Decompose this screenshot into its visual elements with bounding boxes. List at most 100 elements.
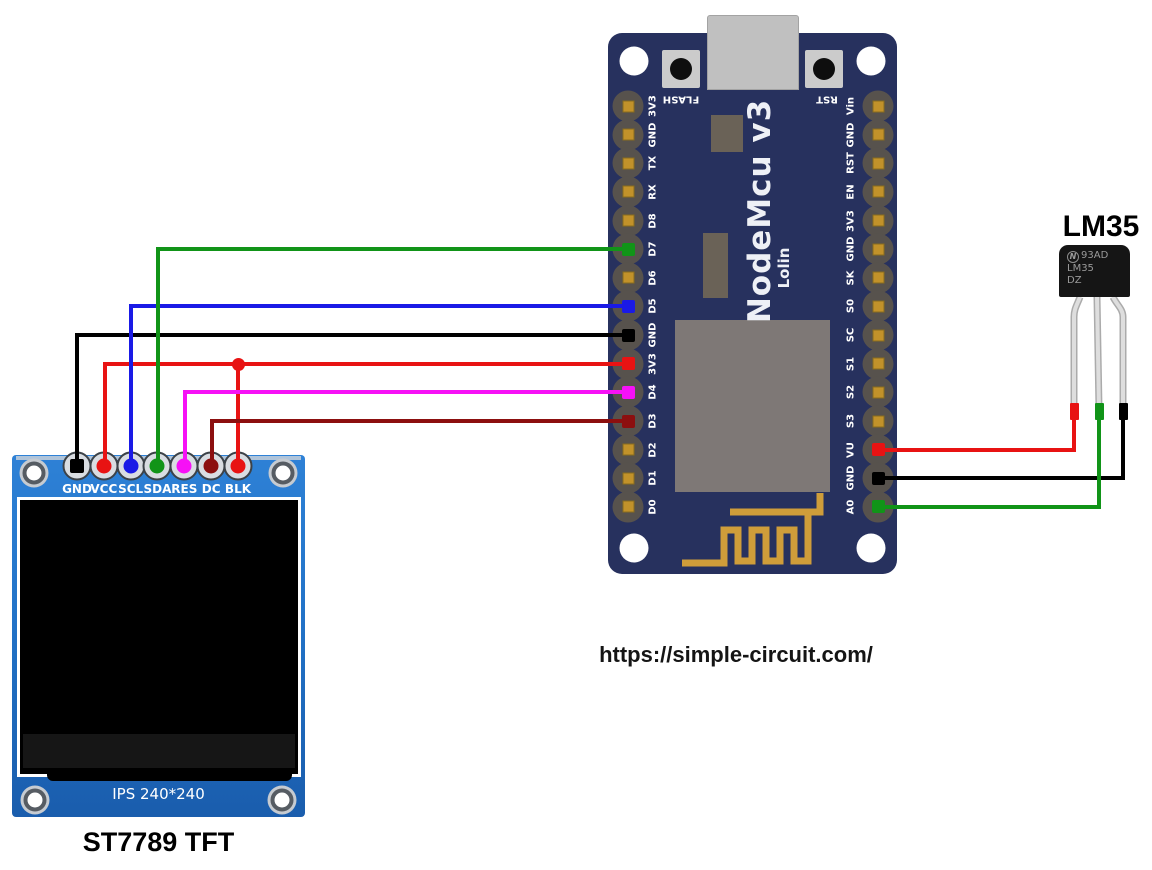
pin-contact <box>872 329 884 342</box>
nodemcu-pin-gnd <box>862 119 894 151</box>
nodemcu-pin-d7 <box>612 233 644 265</box>
nodemcu-pin-d0 <box>612 491 644 523</box>
nodemcu-pin-d3 <box>612 405 644 437</box>
tft-pin-wire-dot <box>123 458 139 474</box>
wire-tft-gnd-to-nodemcu-gnd <box>75 333 79 464</box>
reset-button <box>805 50 843 88</box>
wire-end-marker <box>621 357 635 371</box>
national-semiconductor-logo-icon: N <box>1067 251 1079 263</box>
nodemcu-pin-en <box>862 176 894 208</box>
pin-contact <box>622 500 634 513</box>
pin-contact <box>872 214 884 227</box>
pin-contact <box>622 157 634 170</box>
nodemcu-pin-s0 <box>862 290 894 322</box>
tft-pin-label: DC <box>201 482 221 496</box>
reset-button-cap <box>813 58 835 80</box>
nodemcu-pin-label: A0 <box>845 499 857 515</box>
pin-contact <box>872 128 884 141</box>
pin-contact <box>872 300 884 313</box>
pin-contact <box>872 185 884 198</box>
tft-resolution-text: IPS 240*240 <box>112 785 205 803</box>
pin-contact <box>872 243 884 256</box>
nodemcu-pin-tx <box>612 147 644 179</box>
pin-contact <box>622 472 634 485</box>
wire-end-marker <box>621 328 635 342</box>
flash-button <box>662 50 700 88</box>
wire-tft-blk-to-vcc-wire <box>236 362 240 464</box>
nodemcu-pin-d8 <box>612 205 644 237</box>
flash-button-cap <box>670 58 692 80</box>
nodemcu-pin-s3 <box>862 405 894 437</box>
mounting-hole <box>271 461 295 485</box>
pin-contact <box>622 214 634 227</box>
nodemcu-pin-d1 <box>612 462 644 494</box>
nodemcu-pin-a0 <box>862 491 894 523</box>
website-url: https://simple-circuit.com/ <box>599 642 873 667</box>
wire-lm35-vout-to-nodemcu-a0 <box>1097 406 1101 509</box>
wire-tft-dc-to-nodemcu-d3 <box>210 419 630 423</box>
pin-contact <box>872 271 884 284</box>
wire-end-marker <box>621 242 635 256</box>
wire-tft-scl-to-nodemcu-d5 <box>129 304 630 308</box>
nodemcu-pin-d5 <box>612 290 644 322</box>
tft-pin-wire-dot <box>176 458 192 474</box>
pin-contact <box>622 185 634 198</box>
screen-flex-shadow <box>23 734 295 768</box>
nodemcu-pin-gnd <box>862 462 894 494</box>
usb-connector <box>707 15 799 90</box>
wire-end-marker <box>871 500 885 514</box>
lm35-title: LM35 <box>1062 210 1140 243</box>
pin-contact <box>872 386 884 399</box>
tft-pin-label: BLK <box>224 482 252 496</box>
pin-contact <box>622 128 634 141</box>
nodemcu-pin-vin <box>862 90 894 122</box>
pin-contact <box>622 443 634 456</box>
nodemcu-pin-sc <box>862 319 894 351</box>
nodemcu-pin-gnd <box>612 119 644 151</box>
wire-end-marker <box>871 471 885 485</box>
nodemcu-pin-s2 <box>862 376 894 408</box>
tft-pin-label: RES <box>171 482 198 496</box>
tft-pin-wire-dot <box>203 458 219 474</box>
esp8266-shield <box>675 320 830 492</box>
nodemcu-pin-3v3 <box>612 90 644 122</box>
wire-lm35-gnd-to-nodemcu-gnd <box>876 476 1125 480</box>
lm35-marking-line2: LM35 <box>1067 263 1094 274</box>
board-title: NodeMcu v3 <box>742 98 778 324</box>
nodemcu-pin-3v3 <box>612 348 644 380</box>
lm35-marking-line3: DZ <box>1067 275 1082 286</box>
tft-pin-label: SCL <box>118 482 144 496</box>
tft-pin-wire-dot <box>149 458 165 474</box>
nodemcu-pin-gnd <box>612 319 644 351</box>
nodemcu-pin-d6 <box>612 262 644 294</box>
tft-pin-label: VCC <box>90 482 118 496</box>
mounting-hole <box>619 533 649 563</box>
nodemcu-pin-gnd <box>862 233 894 265</box>
wire-end-marker <box>621 299 635 313</box>
nodemcu-pin-3v3 <box>862 205 894 237</box>
wire-junction <box>232 358 245 371</box>
wire-tft-vcc-to-nodemcu-3v3 <box>103 362 630 366</box>
mounting-hole <box>270 788 294 812</box>
wire-tft-gnd-to-nodemcu-gnd <box>75 333 630 337</box>
wire-end-marker <box>621 414 635 428</box>
wire-tft-vcc-to-nodemcu-3v3 <box>103 362 107 464</box>
board-subtitle: Lolin <box>775 247 793 289</box>
wire-lm35-gnd-to-nodemcu-gnd <box>1121 406 1125 480</box>
mounting-hole <box>856 533 886 563</box>
tft-caption: ST7789 TFT <box>82 827 235 857</box>
mounting-hole <box>22 461 46 485</box>
pin-contact <box>622 100 634 112</box>
tft-screen <box>17 497 301 777</box>
regulator-chip <box>703 233 728 298</box>
nodemcu-pin-vu <box>862 434 894 466</box>
mounting-hole <box>23 788 47 812</box>
nodemcu-pin-rst <box>862 147 894 179</box>
wire-lm35-vs-to-nodemcu-vu <box>876 448 1076 452</box>
wire-tft-res-to-nodemcu-d4 <box>183 390 630 394</box>
pin-contact <box>872 357 884 370</box>
tft-pin-wire-dot <box>230 458 246 474</box>
